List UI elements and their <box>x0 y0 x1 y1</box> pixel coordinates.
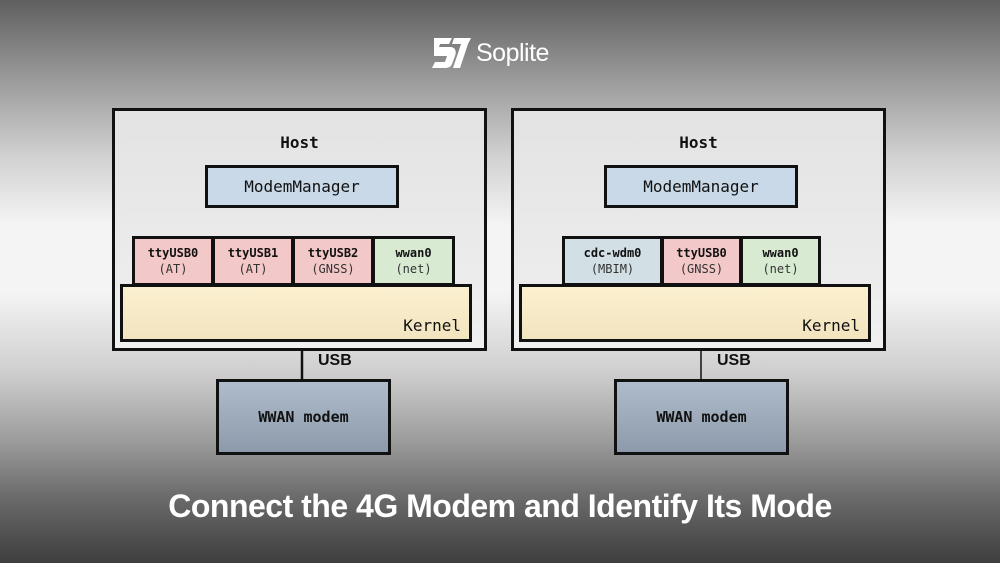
port-mode: (MBIM) <box>590 262 635 276</box>
port-mode: (AT) <box>238 262 268 276</box>
port-name: ttyUSB2 <box>307 246 359 260</box>
port-ttyusb0: ttyUSB0 (AT) <box>132 236 214 286</box>
brand-name: Soplite <box>476 38 549 67</box>
modem-manager-box: ModemManager <box>604 165 798 208</box>
port-wwan0: wwan0 (net) <box>372 236 455 286</box>
kernel-box: Kernel <box>519 284 871 342</box>
port-name: ttyUSB0 <box>147 246 199 260</box>
port-mode: (net) <box>762 262 799 276</box>
kernel-label: Kernel <box>802 316 860 335</box>
wwan-modem-box: WWAN modem <box>614 379 789 455</box>
s7-logo-icon <box>432 38 471 68</box>
wwan-modem-box: WWAN modem <box>216 379 391 455</box>
host-label: Host <box>679 133 718 152</box>
port-wwan0: wwan0 (net) <box>740 236 821 286</box>
usb-label: USB <box>717 352 751 369</box>
port-name: ttyUSB0 <box>676 246 727 260</box>
port-ttyusb2: ttyUSB2 (GNSS) <box>292 236 374 286</box>
port-ttyusb1: ttyUSB1 (AT) <box>212 236 294 286</box>
port-cdc-wdm0: cdc-wdm0 (MBIM) <box>562 236 663 286</box>
kernel-label: Kernel <box>403 316 461 335</box>
modem-manager-box: ModemManager <box>205 165 399 208</box>
kernel-box: Kernel <box>120 284 472 342</box>
brand-logo: Soplite <box>430 35 575 71</box>
port-name: wwan0 <box>395 246 432 260</box>
port-mode: (GNSS) <box>679 262 724 276</box>
host-label: Host <box>280 133 319 152</box>
port-mode: (net) <box>395 262 432 276</box>
port-name: ttyUSB1 <box>227 246 279 260</box>
usb-label: USB <box>318 352 352 369</box>
page-title: Connect the 4G Modem and Identify Its Mo… <box>168 488 832 524</box>
port-mode: (GNSS) <box>311 262 355 276</box>
port-ttyusb0: ttyUSB0 (GNSS) <box>661 236 742 286</box>
port-name: wwan0 <box>762 246 799 260</box>
port-name: cdc-wdm0 <box>583 246 642 260</box>
port-mode: (AT) <box>158 262 188 276</box>
